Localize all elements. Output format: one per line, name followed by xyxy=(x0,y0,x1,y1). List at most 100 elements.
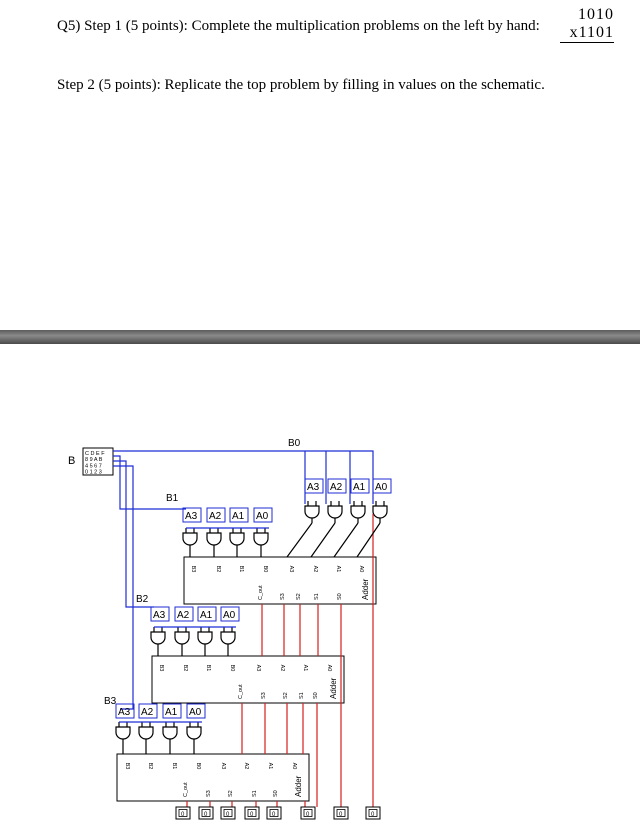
adder-pin-a3: A3 xyxy=(288,566,294,573)
a-label-a3: A3 xyxy=(185,511,198,522)
a-label-a3: A3 xyxy=(118,707,131,718)
led-digit-frame xyxy=(368,809,378,817)
adder-pin-c_out: C_out xyxy=(183,782,189,797)
a-label-a0: A0 xyxy=(189,707,202,718)
adder-pin-s1: S1 xyxy=(252,790,258,797)
and-gate xyxy=(115,726,131,740)
adder-pin-c_out: C_out xyxy=(238,684,244,699)
b2-label: B2 xyxy=(136,594,149,605)
section-divider xyxy=(0,330,640,344)
led-value: 0 xyxy=(250,812,254,818)
question-step2: Step 2 (5 points): Replicate the top pro… xyxy=(57,77,545,93)
and-gate xyxy=(220,631,236,645)
adder-pin-s1: S1 xyxy=(314,593,320,600)
led-output xyxy=(300,806,316,820)
gate-adder-wire xyxy=(333,522,359,558)
adder-pin-b2: B2 xyxy=(182,665,188,672)
a-label-box xyxy=(186,703,206,719)
a-label-a2: A2 xyxy=(330,482,343,493)
led-digit-frame xyxy=(223,809,233,817)
adder-pin-a0: A0 xyxy=(358,566,364,573)
adder-pin-b0: B0 xyxy=(195,763,201,770)
led-output xyxy=(198,806,214,820)
b-input-label: B xyxy=(68,455,75,467)
a-label-a2: A2 xyxy=(209,511,222,522)
keypad-row: 4 5 6 7 xyxy=(85,463,102,469)
and-gate xyxy=(162,726,178,740)
a-label-box xyxy=(206,507,226,523)
adder-pin-b1: B1 xyxy=(238,566,244,573)
adder-pin-s2: S2 xyxy=(228,790,234,797)
multiplier: x1101 xyxy=(560,24,614,43)
led-digit-frame xyxy=(303,809,313,817)
led-output xyxy=(220,806,236,820)
and-gate xyxy=(304,505,320,519)
a-label-box xyxy=(174,606,194,622)
and-gate xyxy=(197,631,213,645)
adder-pin-b0: B0 xyxy=(229,665,235,672)
adder-block xyxy=(151,655,345,704)
adder-label: Adder xyxy=(329,677,338,699)
adder-pin-b1: B1 xyxy=(205,665,211,672)
led-value: 0 xyxy=(272,812,276,818)
led-output xyxy=(365,806,381,820)
and-gate xyxy=(229,532,245,546)
adder-pin-s2: S2 xyxy=(296,593,302,600)
adder-pin-b2: B2 xyxy=(215,566,221,573)
adder-pin-a1: A1 xyxy=(302,665,308,672)
adder-block xyxy=(183,556,377,605)
adder-pin-a2: A2 xyxy=(312,566,318,573)
adder-pin-s0: S0 xyxy=(313,692,319,699)
adder-pin-s2: S2 xyxy=(283,692,289,699)
adder-pin-s0: S0 xyxy=(337,593,343,600)
led-value: 0 xyxy=(306,812,310,818)
led-value: 0 xyxy=(181,812,185,818)
a-label-box xyxy=(220,606,240,622)
adder-pin-b3: B3 xyxy=(158,665,164,672)
adder-pin-a3: A3 xyxy=(255,665,261,672)
gate-adder-wire xyxy=(310,522,336,558)
led-output xyxy=(244,806,260,820)
hex-keypad xyxy=(82,447,114,476)
and-gate xyxy=(253,532,269,546)
adder-label: Adder xyxy=(361,578,370,600)
adder-pin-b3: B3 xyxy=(124,763,130,770)
keypad-row: 8 9 A B xyxy=(85,457,103,463)
led-digit-frame xyxy=(178,809,188,817)
led-digit-frame xyxy=(247,809,257,817)
a-label-box xyxy=(253,507,273,523)
a-label-a1: A1 xyxy=(200,610,213,621)
and-gate xyxy=(138,726,154,740)
adder-pin-a1: A1 xyxy=(267,763,273,770)
adder-pin-b3: B3 xyxy=(190,566,196,573)
multiplication-problem: 1010 x1101 xyxy=(560,6,614,43)
adder-pin-s0: S0 xyxy=(273,790,279,797)
and-gate xyxy=(350,505,366,519)
a-label-a2: A2 xyxy=(141,707,154,718)
adder-pin-a1: A1 xyxy=(335,566,341,573)
a-label-a0: A0 xyxy=(375,482,388,493)
adder-pin-a2: A2 xyxy=(279,665,285,672)
b3-wire xyxy=(113,465,134,710)
b1-label: B1 xyxy=(166,493,179,504)
a-label-box xyxy=(229,507,249,523)
question-step1: Q5) Step 1 (5 points): Complete the mult… xyxy=(57,18,540,34)
b0-label: B0 xyxy=(288,438,301,449)
a-label-box xyxy=(327,478,347,494)
and-gate xyxy=(186,726,202,740)
adder-pin-b1: B1 xyxy=(171,763,177,770)
keypad-row: 0 1 2 3 xyxy=(85,470,102,476)
a-label-a2: A2 xyxy=(177,610,190,621)
led-digit-frame xyxy=(336,809,346,817)
adder-pin-a2: A2 xyxy=(243,763,249,770)
and-gate xyxy=(174,631,190,645)
a-label-a1: A1 xyxy=(165,707,178,718)
a-label-box xyxy=(350,478,370,494)
and-gate xyxy=(327,505,343,519)
multiplicand: 1010 xyxy=(578,6,614,23)
and-gate xyxy=(206,532,222,546)
led-value: 0 xyxy=(204,812,208,818)
led-value: 0 xyxy=(226,812,230,818)
adder-pin-a0: A0 xyxy=(291,763,297,770)
